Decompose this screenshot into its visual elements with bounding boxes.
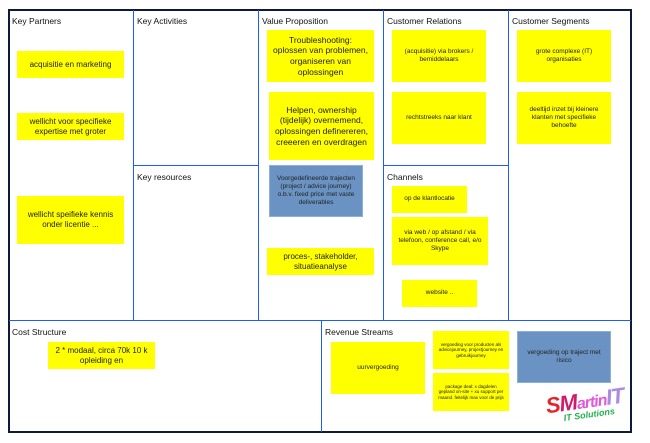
section-cost-structure: Cost Structure [9, 320, 322, 432]
sticky-note[interactable]: acquisitie en marketing [17, 51, 124, 78]
sticky-note[interactable]: rechtstreeks naar klant [392, 92, 486, 144]
section-title: Cost Structure [12, 327, 67, 337]
sticky-note[interactable]: deeltijd inzet bij kleinere klanten met … [517, 92, 611, 144]
business-model-canvas [8, 9, 632, 433]
sticky-note[interactable]: (acquisitie) via brokers / bemiddelaars [392, 30, 486, 82]
section-key-activities: Key Activities [133, 10, 259, 166]
section-title: Customer Relations [387, 16, 462, 26]
sticky-note[interactable]: op de klantlocatie [392, 186, 467, 213]
section-key-resources: Key resources [133, 165, 259, 321]
sticky-note[interactable]: Troubleshooting: oplossen van problemen,… [267, 30, 374, 82]
sticky-note[interactable]: website .. [402, 280, 477, 307]
sticky-note[interactable]: wellicht voor specifieke expertise met g… [17, 113, 124, 140]
section-title: Key resources [137, 172, 192, 182]
section-revenue-streams: Revenue Streams [321, 320, 631, 432]
sticky-note[interactable]: uurvergoeding [331, 342, 425, 394]
sticky-note[interactable]: grote complexe (IT) organisaties [517, 30, 611, 82]
sticky-note[interactable]: via web / op afstand / via telefoon, con… [392, 217, 488, 265]
sticky-note[interactable]: Helpen, ownership (tijdelijk) overnemend… [269, 92, 374, 160]
section-title: Value Proposition [262, 16, 328, 26]
sticky-note[interactable]: package deal: x dagdelen gepland on-site… [433, 373, 509, 411]
section-title: Revenue Streams [325, 327, 394, 337]
sticky-note[interactable]: vergoeding voor producten als advicejour… [433, 331, 509, 369]
sticky-note-blue[interactable]: Voorgedefineerde trajecten (project / ad… [269, 165, 363, 217]
section-title: Key Activities [137, 16, 188, 26]
sticky-note[interactable]: proces-, stakeholder, situatieanalyse [267, 248, 374, 275]
section-title: Channels [387, 172, 423, 182]
sticky-note[interactable]: wellicht speifieke kennis onder licentie… [17, 196, 124, 244]
section-title: Key Partners [12, 16, 62, 26]
sticky-note-blue[interactable]: vergoeding op traject met risico [517, 331, 611, 383]
section-title: Customer Segments [512, 16, 590, 26]
sticky-note[interactable]: 2 * modaal, circa 70k 10 k opleiding en [48, 342, 155, 369]
